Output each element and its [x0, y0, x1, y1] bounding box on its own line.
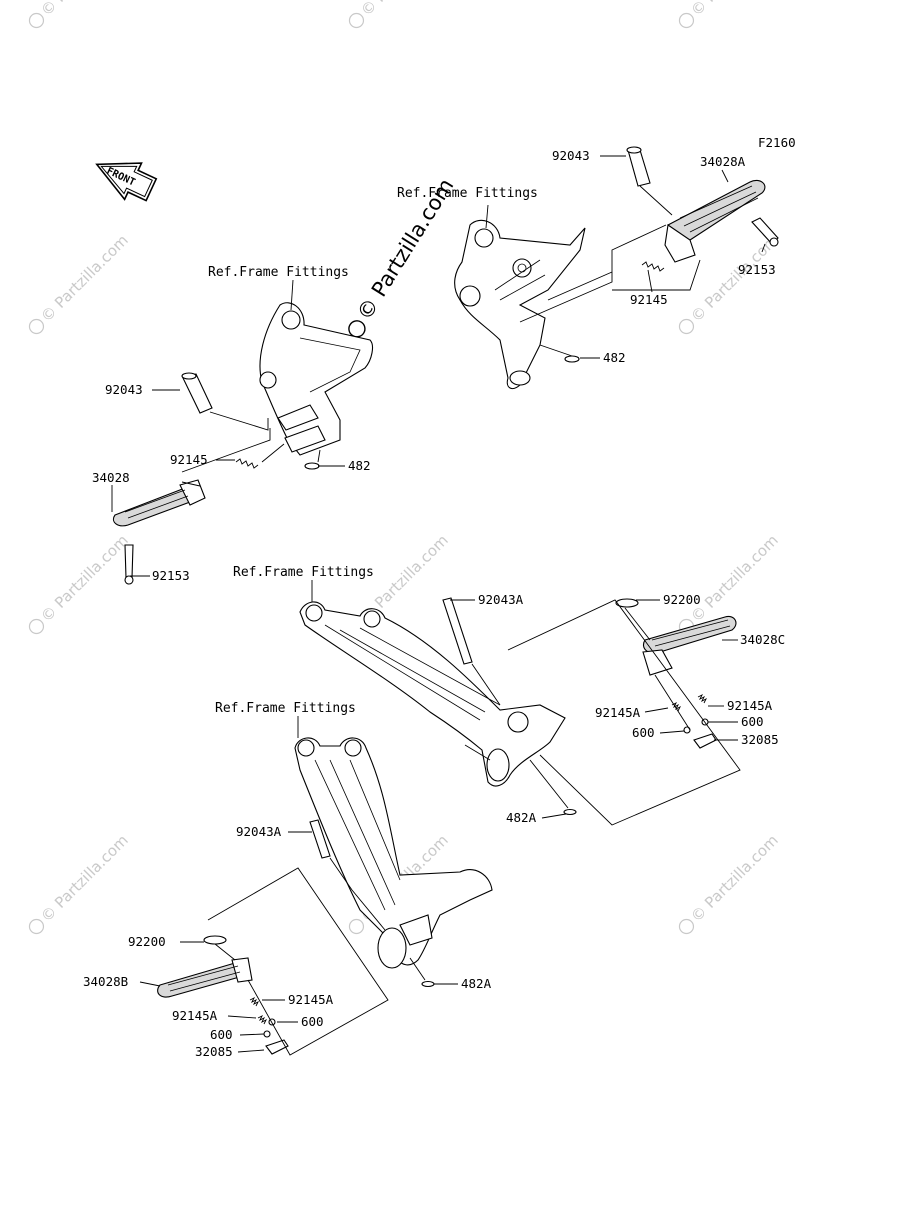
spring-92145-right	[641, 261, 665, 272]
pin-92043-upper-right	[626, 146, 651, 187]
watermark-text: © Partzilla.com	[687, 231, 782, 326]
footpeg-34028C	[642, 615, 737, 676]
label-92145A-r2: 92145A	[727, 698, 773, 713]
label-34028C: 34028C	[740, 632, 785, 647]
washer-482-left	[304, 462, 320, 470]
spring-92145A-upper-2	[697, 693, 708, 704]
watermark-text: © Partzilla.com	[37, 531, 132, 626]
washer-92200-lower	[203, 935, 227, 945]
washer-482-right	[564, 355, 580, 363]
label-600-l1: 600	[301, 1014, 324, 1029]
label-ref-frame-middle: Ref.Frame Fittings	[233, 565, 374, 580]
rear-bracket-lower	[294, 737, 493, 969]
guide-lines-upper-right	[519, 185, 701, 357]
label-482-left: 482	[348, 458, 371, 473]
label-92145-right: 92145	[630, 292, 668, 307]
watermark-text: © Partzilla.com	[357, 0, 452, 20]
label-92145A-l2: 92145A	[172, 1008, 218, 1023]
label-34028: 34028	[92, 470, 130, 485]
label-600-l2: 600	[210, 1027, 233, 1042]
label-92153-left: 92153	[152, 568, 190, 583]
label-34028B: 34028B	[83, 974, 128, 989]
footpeg-34028B	[157, 957, 253, 998]
label-92043-top: 92043	[552, 148, 590, 163]
detent-32085-lower	[265, 1039, 289, 1055]
label-92145A-r1: 92145A	[595, 705, 641, 720]
diagram-code: F2160	[758, 135, 796, 150]
front-arrow-icon: FRONT	[95, 162, 158, 202]
watermark-text: © Partzilla.com	[37, 831, 132, 926]
label-92043A-upper: 92043A	[478, 592, 524, 607]
label-92153-right: 92153	[738, 262, 776, 277]
bolt-92153-left	[124, 544, 134, 585]
spring-92145A-lower-2	[257, 1014, 268, 1025]
guide-lines-lower	[207, 857, 426, 1056]
label-600-r1: 600	[741, 714, 764, 729]
label-leaders	[111, 155, 766, 1053]
label-32085-lower: 32085	[195, 1044, 233, 1059]
label-92043-left: 92043	[105, 382, 143, 397]
pin-92043A-lower	[309, 819, 331, 859]
pin-92043A-upper	[442, 597, 473, 665]
washer-482A-lower	[421, 980, 435, 988]
label-482A-upper: 482A	[506, 810, 537, 825]
washer-482A-upper	[563, 808, 577, 816]
watermark-text: © Partzilla.com	[687, 531, 782, 626]
guide-lines-upper-rear	[471, 599, 741, 826]
guide-lines-upper-left	[181, 411, 321, 487]
footpeg-34028	[112, 479, 206, 527]
label-ref-frame-lower: Ref.Frame Fittings	[215, 701, 356, 716]
detent-32085-upper	[693, 733, 717, 749]
bolt-92153-right	[751, 217, 779, 247]
washer-92200-upper	[615, 598, 639, 608]
label-600-r2: 600	[632, 725, 655, 740]
bracket-upper-left	[259, 302, 374, 456]
watermark-text: © Partzilla.com	[687, 0, 782, 20]
spring-92145-left	[235, 458, 259, 469]
label-34028A: 34028A	[700, 154, 746, 169]
label-32085-upper: 32085	[741, 732, 779, 747]
label-92200-lower: 92200	[128, 934, 166, 949]
spring-92145A-upper-1	[671, 701, 682, 712]
spring-92145A-lower-1	[249, 996, 260, 1007]
label-92200-upper: 92200	[663, 592, 701, 607]
label-92043A-lower: 92043A	[236, 824, 282, 839]
watermark-text: © Partzilla.com	[37, 231, 132, 326]
label-92145-left: 92145	[170, 452, 208, 467]
rear-bracket-upper	[299, 601, 566, 787]
label-482A-lower: 482A	[461, 976, 492, 991]
watermark-text: © Partzilla.com	[37, 0, 132, 20]
watermark-text: © Partzilla.com	[687, 831, 782, 926]
bracket-upper-right	[454, 219, 586, 390]
footpeg-34028A	[664, 179, 766, 263]
watermark-layer: © Partzilla.com © Partzilla.com © Partzi…	[28, 0, 782, 935]
label-92145A-l1: 92145A	[288, 992, 334, 1007]
pin-92043-left	[181, 372, 213, 414]
label-ref-frame-top-left: Ref.Frame Fittings	[208, 265, 349, 280]
label-482-right: 482	[603, 350, 626, 365]
ball-600-lower-2	[263, 1030, 271, 1038]
label-ref-frame-top-right: Ref.Frame Fittings	[397, 186, 538, 201]
